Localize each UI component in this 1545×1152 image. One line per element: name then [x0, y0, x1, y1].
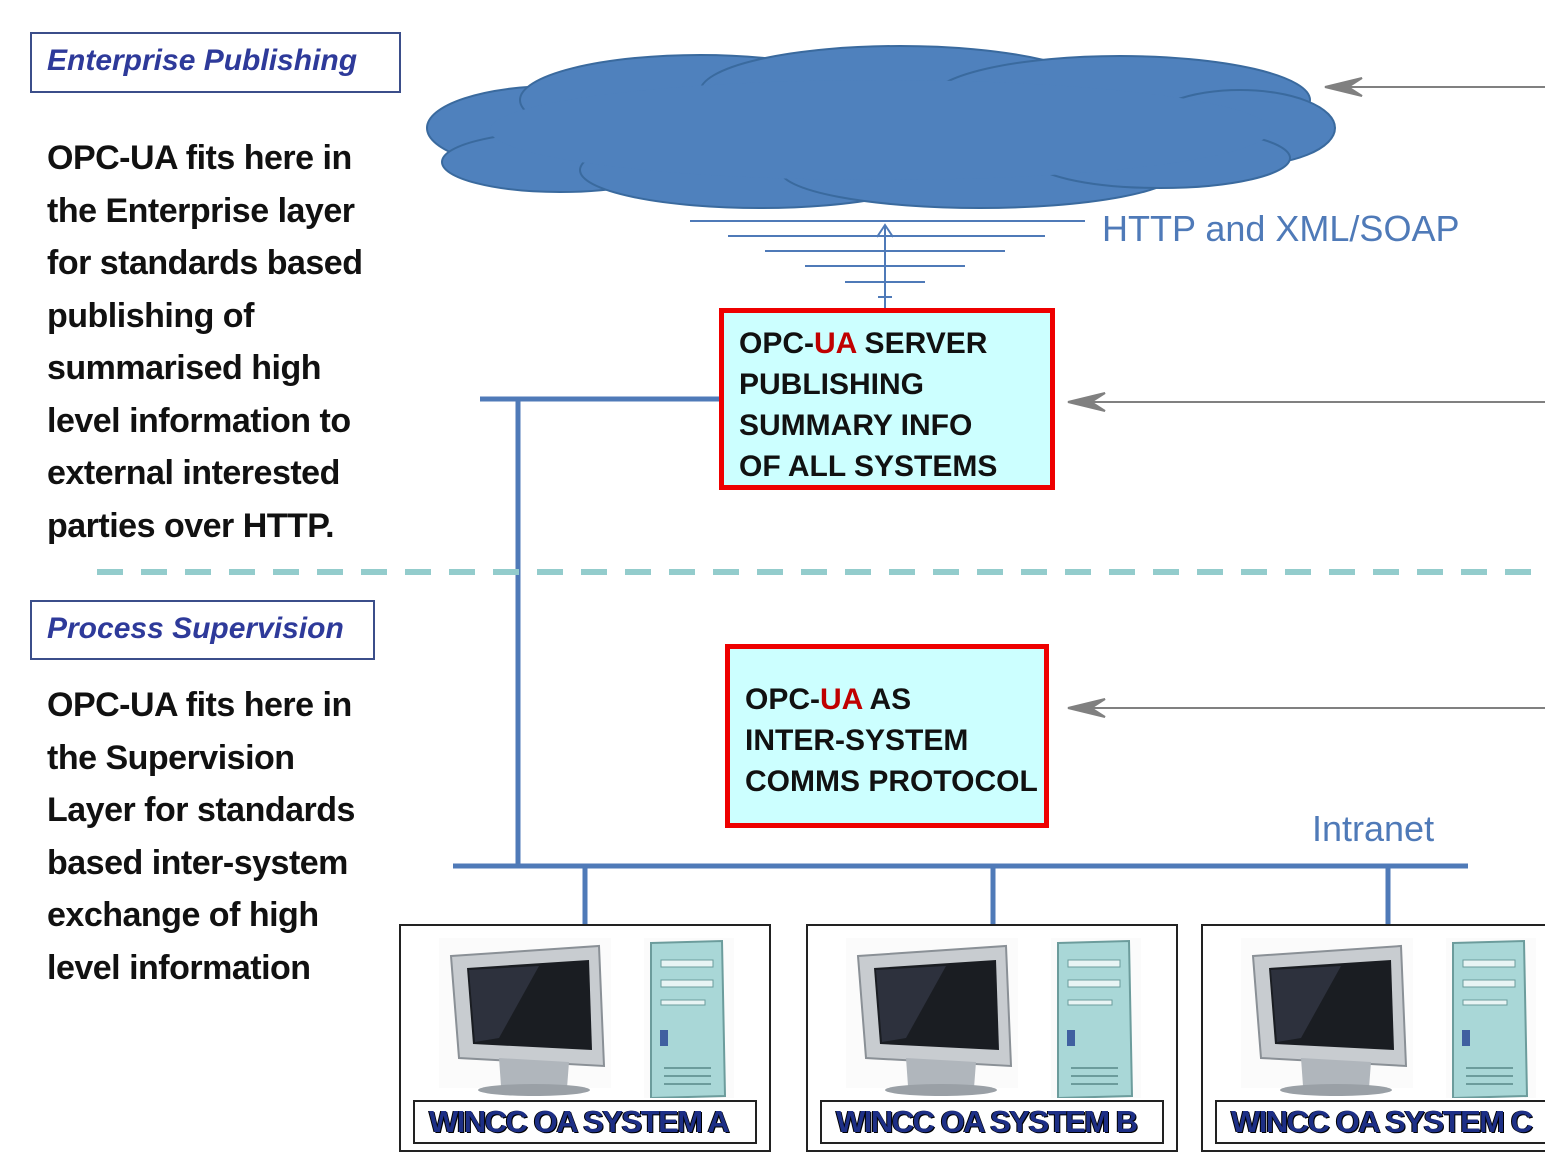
http-connection-lines — [690, 220, 1085, 308]
enterprise-description: OPC-UA fits here in the Enterprise layer… — [47, 132, 427, 552]
system-c: WINCC OA SYSTEM C — [1201, 924, 1545, 1152]
intranet-label: Intranet — [1312, 808, 1435, 849]
description-line: parties over HTTP. — [47, 506, 335, 545]
enterprise-layer-label: Enterprise Publishing — [30, 32, 401, 93]
description-line: level information — [47, 948, 311, 987]
description-line: summarised high — [47, 349, 322, 387]
supervision-description: OPC-UA fits here in the Supervision Laye… — [47, 679, 427, 994]
description-line: based inter-system — [47, 843, 348, 882]
system-name: WINCC OA SYSTEM A — [413, 1100, 757, 1144]
server-box-line-4: OF ALL SYSTEMS — [739, 450, 998, 483]
system-name: WINCC OA SYSTEM B — [820, 1100, 1164, 1144]
description-line: publishing of — [47, 296, 254, 335]
incoming-arrows — [1067, 77, 1545, 718]
http-label: HTTP and XML/SOAP — [1102, 208, 1460, 249]
description-line: the Enterprise layer — [47, 191, 355, 230]
inter-box-line-2: INTER-SYSTEM — [745, 724, 969, 757]
description-line: OPC-UA fits here in — [47, 686, 352, 724]
opc-ua-server-box: OPC-UA SERVER PUBLISHING SUMMARY INFO OF… — [719, 308, 1055, 490]
computer-icon — [846, 938, 1141, 1098]
supervision-layer-label: Process Supervision — [30, 600, 375, 660]
internet-cloud — [426, 45, 1336, 209]
computer-icon — [439, 938, 734, 1098]
enterprise-layer-title: Enterprise Publishing — [47, 44, 358, 77]
description-line: level information to — [47, 401, 351, 440]
inter-box-line-3: COMMS PROTOCOL — [745, 765, 1038, 798]
opc-ua-inter-system-box: OPC-UA AS INTER-SYSTEM COMMS PROTOCOL — [725, 644, 1049, 828]
computer-icon — [1241, 938, 1536, 1098]
server-box-line-1: OPC-UA SERVER — [739, 327, 988, 360]
description-line: for standards based — [47, 244, 363, 282]
server-box-line-2: PUBLISHING — [739, 368, 925, 401]
inter-box-line-1: OPC-UA AS — [745, 683, 912, 716]
system-a: WINCC OA SYSTEM A — [399, 924, 771, 1152]
description-line: Layer for standards — [47, 791, 355, 829]
supervision-layer-title: Process Supervision — [47, 612, 344, 645]
system-name: WINCC OA SYSTEM C — [1215, 1100, 1545, 1144]
server-box-line-3: SUMMARY INFO — [739, 409, 973, 442]
system-b: WINCC OA SYSTEM B — [806, 924, 1178, 1152]
network-lines — [453, 396, 1468, 925]
description-line: the Supervision — [47, 738, 295, 777]
description-line: OPC-UA fits here in — [47, 139, 352, 177]
description-line: exchange of high — [47, 896, 319, 934]
description-line: external interested — [47, 454, 340, 492]
